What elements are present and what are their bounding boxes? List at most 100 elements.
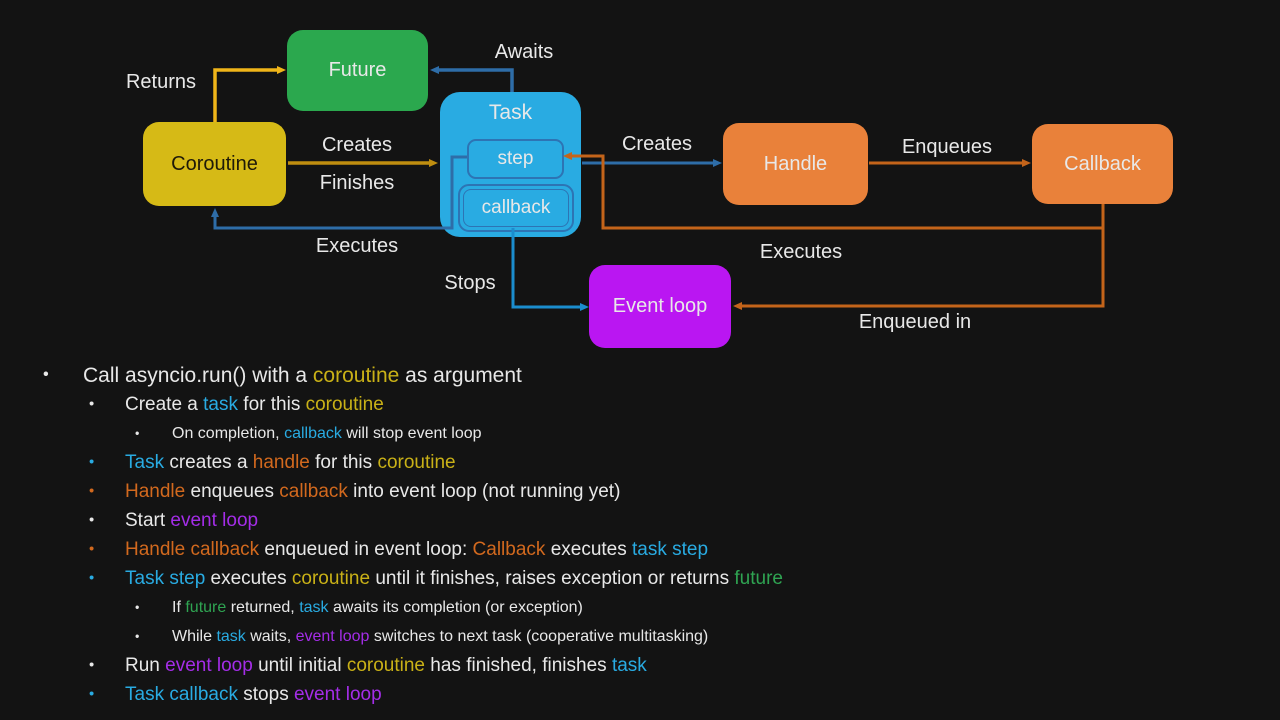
enqueues-label: Enqueues: [901, 136, 993, 158]
finishes-label: Finishes: [319, 172, 395, 194]
text-segment: Task step: [125, 567, 206, 589]
text-segment: task: [216, 627, 246, 645]
text-segment: executes: [205, 567, 292, 589]
bullet-icon: •: [89, 656, 95, 673]
executes-coroutine-arrow: [211, 155, 467, 230]
callback-executes-step-arrow: [563, 152, 1103, 230]
text-segment: task: [203, 393, 239, 415]
event-loop-box: Event loop: [589, 265, 731, 348]
text-segment: executes: [545, 538, 633, 560]
text-segment: for this: [238, 393, 306, 415]
text-segment: event loop: [170, 509, 259, 531]
awaits-label: Awaits: [494, 41, 554, 63]
creates-right-label: Creates: [621, 133, 693, 155]
bullet-icon: •: [43, 365, 49, 384]
text-segment: Run: [125, 654, 166, 676]
text-segment: Create a: [125, 393, 204, 415]
text-segment: into event loop (not running yet): [347, 480, 621, 502]
text-segment: stops: [238, 683, 294, 705]
list-item: • Task creates a handle for this coroutin…: [0, 448, 1280, 477]
text-segment: coroutine: [312, 363, 400, 387]
text-segment: While: [172, 627, 217, 645]
list-item: •If future returned, task awaits its com…: [0, 593, 1280, 622]
text-segment: event loop: [293, 683, 382, 705]
text-segment: enqueued in event loop:: [259, 538, 473, 560]
coroutine-box: Coroutine: [143, 122, 286, 206]
enqueued-in-arrow: [733, 204, 1105, 310]
text-segment: waits,: [245, 627, 296, 645]
text-segment: event loop: [295, 627, 370, 645]
text-segment: callback: [279, 480, 348, 502]
text-segment: On completion,: [172, 424, 285, 442]
text-segment: enqueues: [185, 480, 280, 502]
text-segment: until initial: [252, 654, 347, 676]
list-item-text: Handle enqueues callback into event loop…: [125, 481, 620, 503]
list-item-text: Handle callback enqueued in event loop: …: [125, 539, 708, 561]
list-item-text: While task waits, event loop switches to…: [172, 628, 708, 646]
text-segment: Handle callback: [125, 538, 260, 560]
bullet-icon: •: [89, 395, 95, 412]
handle-box: Handle: [723, 123, 868, 205]
text-segment: for this: [309, 451, 378, 473]
stops-label: Stops: [444, 272, 496, 294]
list-item-text: Task step executes coroutine until it fi…: [125, 568, 783, 590]
callback-box-label: Callback: [1064, 152, 1141, 175]
list-item-text: Create a task for this coroutine: [125, 394, 384, 416]
list-item: • While task waits, event loop switches t…: [0, 622, 1280, 651]
future-box-label: Future: [328, 59, 387, 81]
list-item: • Call asyncio.run() with a coroutine as …: [0, 361, 1280, 390]
text-segment: task: [299, 598, 329, 616]
text-segment: has finished, finishes: [425, 654, 612, 676]
list-item: •Task callback stops event loop: [0, 680, 1280, 709]
bullet-icon: •: [89, 685, 95, 702]
list-item-text: Call asyncio.run() with a coroutine as a…: [83, 364, 522, 388]
list-item: • Create a task for this coroutine: [0, 390, 1280, 419]
text-segment: returned,: [226, 598, 300, 616]
text-segment: Call asyncio.run() with a: [83, 363, 313, 387]
handle-box-label: Handle: [763, 152, 828, 175]
coroutine-box-label: Coroutine: [171, 152, 258, 175]
awaits-arrow: [430, 66, 514, 92]
text-segment: If: [172, 598, 186, 616]
text-segment: Task: [125, 451, 165, 473]
callback-box: Callback: [1032, 124, 1173, 204]
text-segment: task: [611, 654, 647, 676]
executes-right-label: Executes: [759, 241, 843, 263]
list-item: •Start event loop: [0, 506, 1280, 535]
list-item-text: On completion, callback will stop event …: [172, 425, 482, 443]
text-segment: switches to next task (cooperative multi…: [369, 627, 709, 645]
text-segment: creates a: [164, 451, 253, 473]
bullet-icon: •: [89, 511, 95, 528]
text-segment: future: [185, 598, 227, 616]
task-callback-label: callback: [481, 197, 551, 218]
text-segment: handle: [252, 451, 310, 473]
text-segment: future: [734, 567, 783, 589]
text-segment: callback: [284, 424, 342, 442]
text-segment: coroutine: [291, 567, 371, 589]
list-item-text: Task creates a handle for this coroutine: [125, 452, 456, 474]
bullet-icon: •: [135, 425, 140, 440]
text-segment: awaits its completion (or exception): [328, 598, 583, 616]
task-box-label: Task: [488, 101, 533, 124]
list-item: •Handle enqueues callback into event loo…: [0, 477, 1280, 506]
executes-left-label: Executes: [315, 235, 399, 257]
asyncio-flow-diagram: Future Coroutine Task step callback Hand…: [125, 30, 1173, 348]
bullet-icon: •: [89, 540, 95, 557]
future-box: Future: [287, 30, 428, 111]
task-step-label: step: [497, 148, 534, 169]
arrow-layer: [211, 66, 1105, 311]
stops-arrow: [511, 228, 589, 311]
returns-label: Returns: [125, 71, 197, 93]
text-segment: until it finishes, raises exception or r…: [370, 567, 735, 589]
list-item-text: If future returned, task awaits its comp…: [172, 599, 583, 617]
bullet-icon: •: [89, 453, 95, 470]
returns-arrow: [213, 66, 286, 122]
task-box: Task step callback: [440, 92, 581, 237]
creates-left-label: Creates: [321, 134, 393, 156]
text-segment: task step: [632, 538, 709, 560]
text-segment: coroutine: [377, 451, 456, 473]
task-callback-subbox: callback: [458, 184, 574, 232]
bullet-icon: •: [135, 628, 140, 643]
list-item: • Handle callback enqueued in event loop:…: [0, 535, 1280, 564]
